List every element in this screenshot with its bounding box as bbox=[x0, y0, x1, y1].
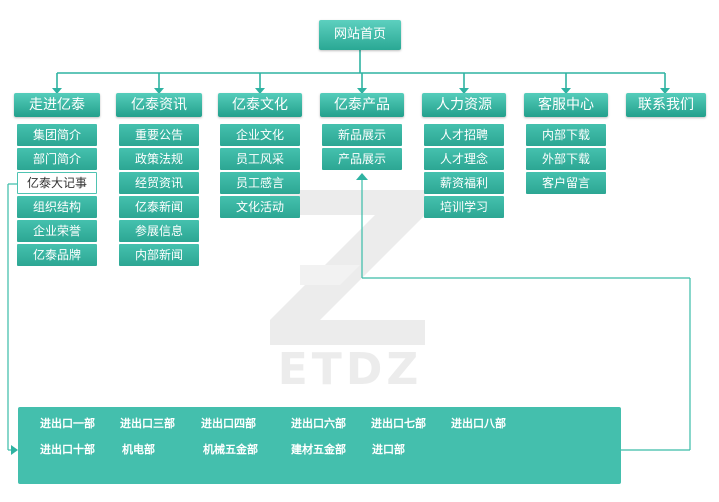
department-panel: 进出口一部 进出口三部 进出口四部 进出口六部 进出口七部 进出口八部 进出口十… bbox=[18, 407, 621, 484]
sub-item[interactable]: 内部下载 bbox=[526, 124, 606, 146]
sub-item[interactable]: 重要公告 bbox=[119, 124, 199, 146]
category-lianxi[interactable]: 联系我们 bbox=[626, 93, 706, 117]
sub-item[interactable]: 经贸资讯 bbox=[119, 172, 199, 194]
sub-item[interactable]: 集团简介 bbox=[17, 124, 97, 146]
column-chanpin: 新品展示 产品展示 bbox=[322, 124, 402, 172]
sub-item[interactable]: 产品展示 bbox=[322, 148, 402, 170]
watermark-text: ETDZ bbox=[278, 344, 423, 390]
sub-item[interactable]: 文化活动 bbox=[220, 196, 300, 218]
sub-item[interactable]: 企业文化 bbox=[220, 124, 300, 146]
etdz-watermark-logo: ETDZ bbox=[270, 190, 425, 390]
sub-item[interactable]: 外部下载 bbox=[526, 148, 606, 170]
category-renli[interactable]: 人力资源 bbox=[422, 93, 506, 117]
root-node-home[interactable]: 网站首页 bbox=[319, 20, 401, 50]
dept-item[interactable]: 建材五金部 bbox=[291, 443, 346, 456]
category-kefu[interactable]: 客服中心 bbox=[524, 93, 608, 117]
category-wenhua[interactable]: 亿泰文化 bbox=[218, 93, 302, 117]
sub-item[interactable]: 政策法规 bbox=[119, 148, 199, 170]
sub-item[interactable]: 员工感言 bbox=[220, 172, 300, 194]
sub-item[interactable]: 内部新闻 bbox=[119, 244, 199, 266]
dept-item[interactable]: 进出口三部 bbox=[120, 417, 175, 430]
column-zoujin: 集团简介 部门简介 亿泰大记事 组织结构 企业荣誉 亿泰品牌 bbox=[17, 124, 97, 268]
dept-item[interactable]: 进出口七部 bbox=[371, 417, 426, 430]
column-wenhua: 企业文化 员工风采 员工感言 文化活动 bbox=[220, 124, 300, 220]
category-chanpin[interactable]: 亿泰产品 bbox=[320, 93, 404, 117]
sub-item[interactable]: 人才招聘 bbox=[424, 124, 504, 146]
sub-item[interactable]: 员工风采 bbox=[220, 148, 300, 170]
sub-item-highlighted[interactable]: 亿泰大记事 bbox=[17, 172, 97, 194]
dept-item[interactable]: 进出口一部 bbox=[40, 417, 95, 430]
sub-item[interactable]: 组织结构 bbox=[17, 196, 97, 218]
dept-item[interactable]: 进出口十部 bbox=[40, 443, 95, 456]
sub-item[interactable]: 参展信息 bbox=[119, 220, 199, 242]
sub-item[interactable]: 亿泰品牌 bbox=[17, 244, 97, 266]
sub-item[interactable]: 客户留言 bbox=[526, 172, 606, 194]
sub-item[interactable]: 部门简介 bbox=[17, 148, 97, 170]
sub-item[interactable]: 薪资福利 bbox=[424, 172, 504, 194]
category-zixun[interactable]: 亿泰资讯 bbox=[116, 93, 202, 117]
sub-item[interactable]: 企业荣誉 bbox=[17, 220, 97, 242]
category-zoujin[interactable]: 走进亿泰 bbox=[14, 93, 100, 117]
sub-item[interactable]: 人才理念 bbox=[424, 148, 504, 170]
column-zixun: 重要公告 政策法规 经贸资讯 亿泰新闻 参展信息 内部新闻 bbox=[119, 124, 199, 268]
sub-item[interactable]: 培训学习 bbox=[424, 196, 504, 218]
column-renli: 人才招聘 人才理念 薪资福利 培训学习 bbox=[424, 124, 504, 220]
dept-item[interactable]: 机械五金部 bbox=[203, 443, 258, 456]
dept-item[interactable]: 进出口八部 bbox=[451, 417, 506, 430]
column-kefu: 内部下载 外部下载 客户留言 bbox=[526, 124, 606, 196]
dept-item[interactable]: 进出口六部 bbox=[291, 417, 346, 430]
dept-item[interactable]: 进出口四部 bbox=[201, 417, 256, 430]
dept-item[interactable]: 进口部 bbox=[372, 443, 405, 456]
sub-item[interactable]: 亿泰新闻 bbox=[119, 196, 199, 218]
sub-item[interactable]: 新品展示 bbox=[322, 124, 402, 146]
dept-item[interactable]: 机电部 bbox=[122, 443, 155, 456]
